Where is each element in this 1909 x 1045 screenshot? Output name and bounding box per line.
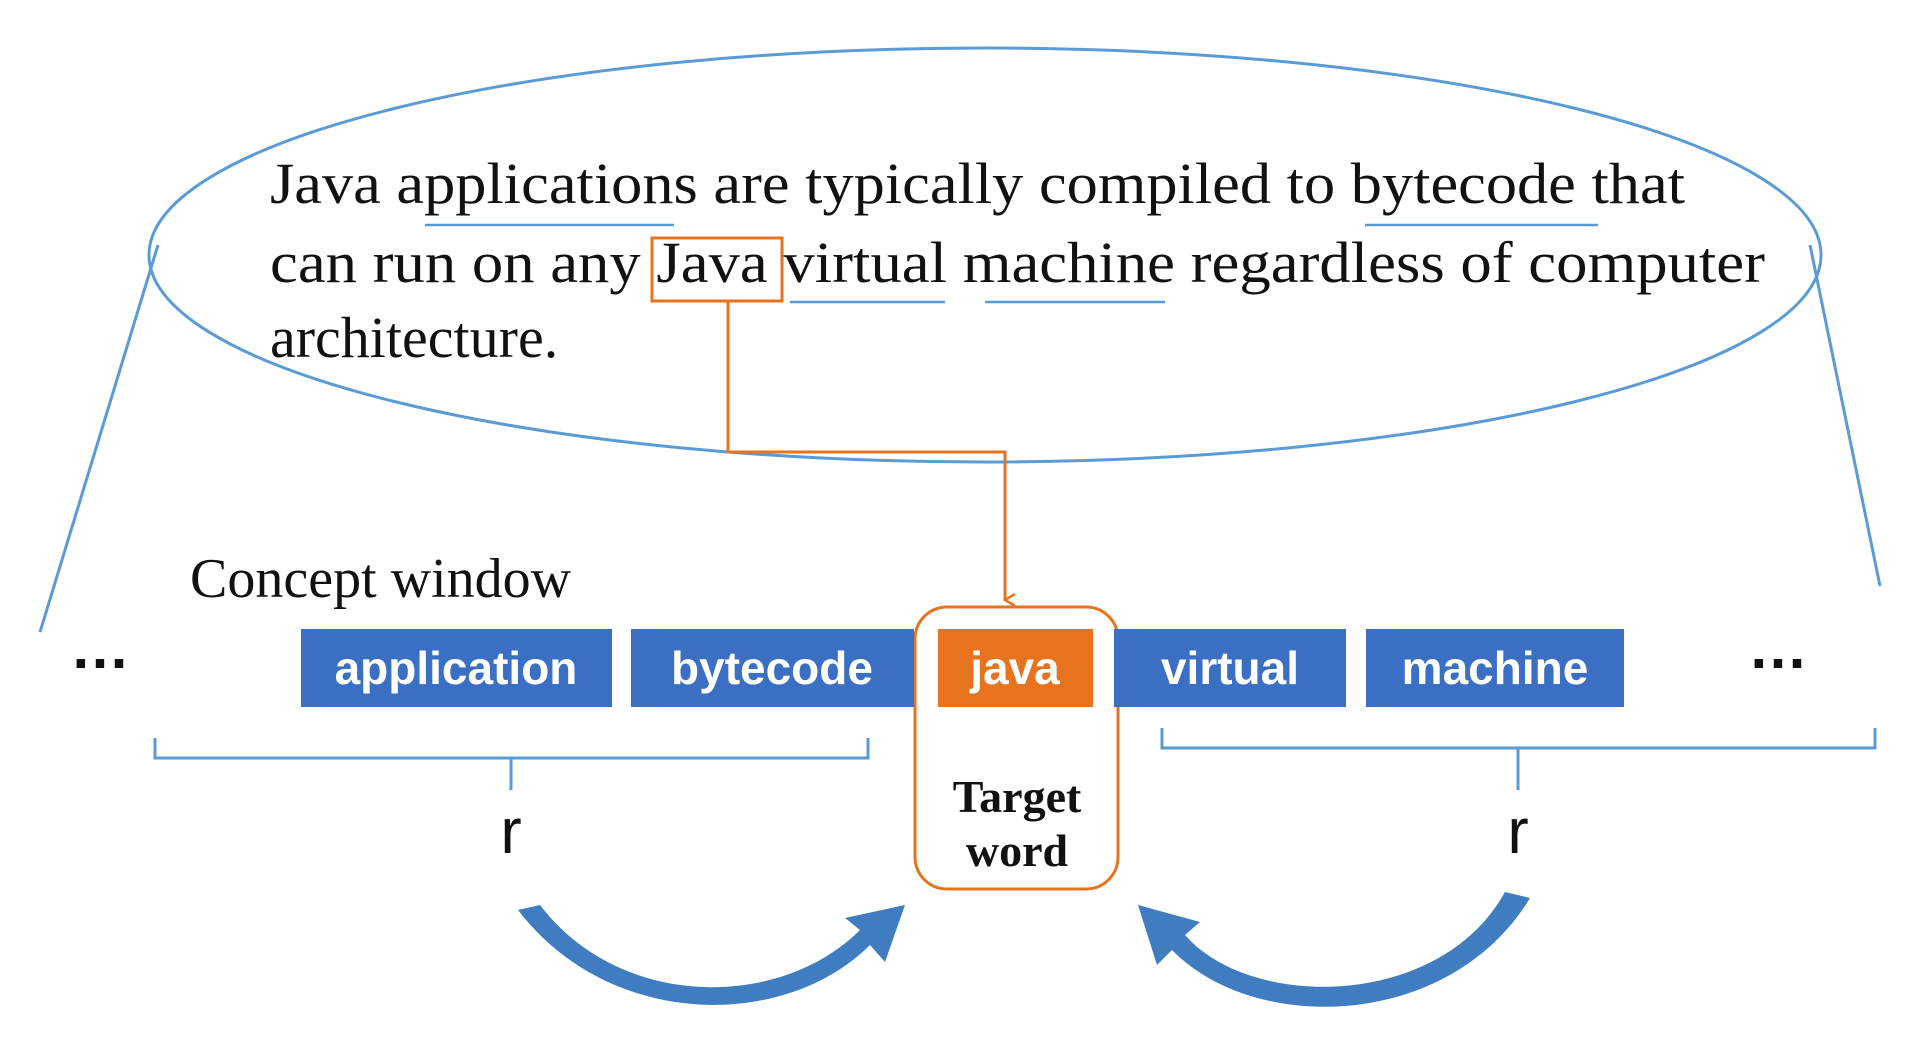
concept-window-label: Concept window — [190, 548, 572, 610]
left-curved-arrow — [518, 905, 905, 1005]
token-bytecode: bytecode — [631, 629, 914, 707]
target-word-label-line-2: word — [966, 825, 1069, 876]
target-connector-arrow — [726, 301, 1005, 600]
sentence-ellipse — [147, 46, 1823, 464]
radius-label-left: r — [500, 795, 521, 867]
token-machine: machine — [1366, 629, 1624, 707]
ellipsis-right: … — [1748, 614, 1808, 681]
sentence-line-1: Java applications are typically compiled… — [270, 151, 1685, 216]
token-box — [938, 629, 1093, 707]
ellipsis-left: … — [70, 614, 130, 681]
token-label: java — [969, 642, 1060, 694]
token-java: java — [938, 629, 1093, 707]
sentence-line-3: architecture. — [270, 305, 558, 370]
token-label: virtual — [1161, 642, 1299, 694]
right-window-bracket — [1160, 728, 1877, 790]
token-box — [1366, 629, 1624, 707]
token-label: application — [335, 642, 578, 694]
token-virtual: virtual — [1114, 629, 1346, 707]
funnel-line-left — [38, 244, 160, 633]
token-application: application — [301, 629, 612, 707]
token-box — [631, 629, 914, 707]
sentence-line-2: can run on any Java virtual machine rega… — [270, 230, 1765, 295]
token-box — [301, 629, 612, 707]
target-word-label-line-1: Target — [953, 771, 1082, 822]
funnel-line-right — [1808, 244, 1882, 587]
token-box — [1114, 629, 1346, 707]
radius-label-right: r — [1507, 795, 1528, 867]
right-curved-arrow — [1138, 892, 1530, 1007]
token-label: bytecode — [671, 642, 873, 694]
left-window-bracket — [153, 738, 870, 790]
target-highlight-box — [650, 236, 784, 303]
token-label: machine — [1402, 642, 1589, 694]
